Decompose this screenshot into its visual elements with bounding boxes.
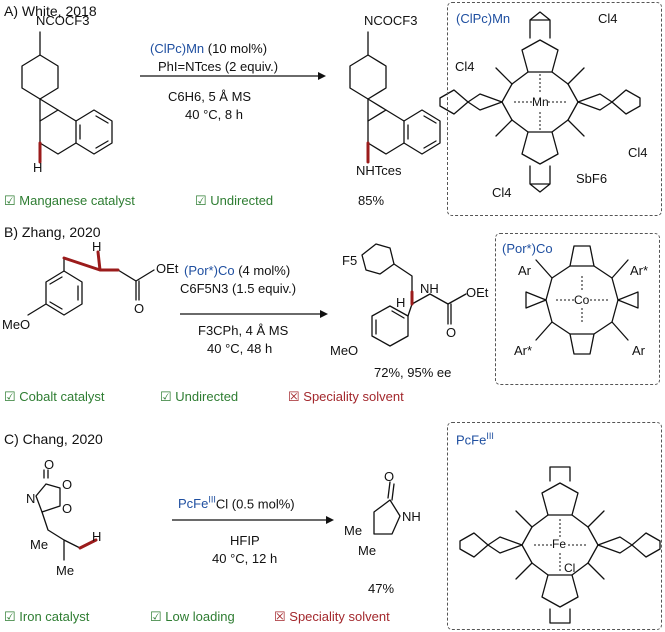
reactant-a-ncocf3: NCOCF3: [36, 13, 90, 28]
reactant-c-me-1: Me: [30, 537, 49, 552]
yield-c: 47%: [368, 581, 395, 596]
product-b-o: O: [446, 325, 457, 340]
reactant-a-h: H: [33, 160, 43, 175]
catalyst-b-ar-2: Ar*: [630, 263, 649, 278]
tag-c-loading: ☑ Low loading: [150, 609, 235, 624]
product-a-structure: [349, 31, 441, 155]
catalyst-box-c-title: PcFeIII: [456, 431, 494, 448]
catalyst-box-b: [495, 233, 660, 385]
catalyst-b-metal: Co: [574, 293, 590, 307]
reactant-b-ch-bond: [62, 250, 120, 272]
yield-a: 85%: [358, 193, 385, 208]
condition-a-1: C6H6, 5 Å MS: [168, 89, 252, 104]
tag-b-solvent: ☒ Speciality solvent: [288, 389, 404, 404]
tag-c-solvent: ☒ Speciality solvent: [274, 609, 390, 624]
tag-a-undirected: ☑ Undirected: [195, 193, 274, 208]
check-icon: ☑: [4, 193, 16, 208]
reactant-c-me-2: Me: [56, 563, 75, 578]
catalyst-box-a: [447, 2, 662, 216]
reactant-b-structure: [27, 257, 155, 316]
section-b-header: B) Zhang, 2020: [4, 224, 101, 240]
check-icon: ☑: [160, 389, 172, 404]
tag-b-cobalt: ☑ Cobalt catalyst: [4, 389, 105, 404]
reactant-c-structure: [35, 469, 81, 561]
por-co-structure: [525, 245, 639, 355]
condition-b-2: 40 °C, 48 h: [207, 341, 273, 356]
pc-fe-structure: [459, 466, 661, 624]
catalyst-c-metal: Fe: [552, 537, 567, 551]
condition-b-1: F3CPh, 4 Å MS: [198, 323, 289, 338]
catalyst-box-b-title: (Por*)Co: [502, 241, 553, 256]
cross-icon: ☒: [274, 609, 286, 624]
product-c-structure: [373, 481, 401, 535]
product-c-me-1: Me: [344, 523, 363, 538]
tag-a-manganese: ☑ Manganese catalyst: [4, 193, 135, 208]
reagent-b-catalyst: (Por*)Co: [184, 263, 235, 278]
product-c-o: O: [384, 469, 395, 484]
section-a-header: A) White, 2018: [4, 3, 97, 19]
yield-b: 72%, 95% ee: [374, 365, 452, 380]
catalyst-a-metal: Mn: [532, 95, 549, 109]
reagent-a-catalyst: (ClPc)Mn: [150, 41, 205, 56]
product-b-f5: F5: [342, 253, 358, 268]
reactant-b-h: H: [92, 239, 102, 254]
product-b-h: H: [396, 295, 406, 310]
catalyst-box-a-title: (ClPc)Mn: [456, 11, 511, 26]
reactant-c-n: N: [26, 491, 36, 506]
tag-b-undirected: ☑ Undirected: [160, 389, 239, 404]
catalyst-a-cl4-1: Cl4: [598, 11, 618, 26]
tag-c-iron: ☑ Iron catalyst: [4, 609, 90, 624]
catalyst-c-cl: Cl: [564, 561, 576, 575]
reactant-c-o-carbonyl: O: [44, 457, 55, 472]
condition-c-2: 40 °C, 12 h: [212, 551, 278, 566]
product-a-nhtces: NHTces: [356, 163, 402, 178]
condition-c-1: HFIP: [230, 533, 260, 548]
reactant-a-structure: [21, 31, 113, 155]
reagent-b-line2: C6F5N3 (1.5 equiv.): [180, 281, 297, 296]
reactant-c-ch-bond: [78, 538, 98, 550]
product-b-oet: OEt: [466, 285, 489, 300]
cross-icon: ☒: [288, 389, 300, 404]
catalyst-a-cl4-3: Cl4: [628, 145, 648, 160]
check-icon: ☑: [195, 193, 207, 208]
pc-mn-structure: [439, 11, 641, 193]
check-icon: ☑: [4, 389, 16, 404]
reactant-b-meo: MeO: [2, 317, 31, 332]
reactant-c-h: H: [92, 529, 102, 544]
catalyst-a-cl4-4: Cl4: [492, 185, 512, 200]
catalyst-b-ar-4: Ar: [632, 343, 645, 358]
reactant-c-o-ring-2: O: [62, 501, 73, 516]
reagent-c-catalyst: PcFeIII: [178, 495, 216, 512]
product-b-meo: MeO: [330, 343, 359, 358]
section-c-header: C) Chang, 2020: [4, 431, 103, 447]
catalyst-a-cl4-2: Cl4: [455, 59, 475, 74]
catalyst-box-c: [447, 422, 662, 630]
product-a-ncocf3: NCOCF3: [364, 13, 418, 28]
product-b-structure: [361, 243, 467, 347]
product-c-me-2: Me: [358, 543, 377, 558]
reagent-a-line1: (ClPc)Mn (10 mol%): [150, 41, 268, 56]
reactant-b-o: O: [134, 301, 145, 316]
check-icon: ☑: [4, 609, 16, 624]
reagent-c-line1: PcFeIIICl (0.5 mol%): [178, 495, 295, 512]
catalyst-b-ar-1: Ar: [518, 263, 531, 278]
reagent-b-line1: (Por*)Co (4 mol%): [184, 263, 291, 278]
reagent-a-line2: PhI=NTces (2 equiv.): [158, 59, 279, 74]
product-c-nh: NH: [402, 509, 421, 524]
check-icon: ☑: [150, 609, 162, 624]
reactant-b-oet: OEt: [156, 261, 179, 276]
catalyst-a-sbf6: SbF6: [576, 171, 608, 186]
reactant-c-o-ring-1: O: [62, 477, 73, 492]
product-b-nh: NH: [420, 281, 439, 296]
catalyst-b-ar-3: Ar*: [514, 343, 533, 358]
condition-a-2: 40 °C, 8 h: [185, 107, 243, 122]
